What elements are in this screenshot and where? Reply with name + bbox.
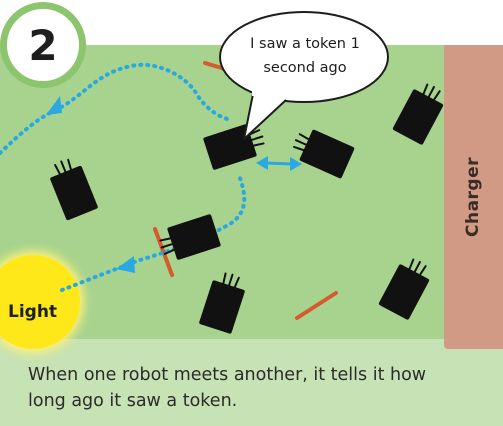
path-arrow-icon: [46, 96, 62, 115]
robot-icon: [392, 79, 449, 145]
step-number: 2: [28, 21, 57, 70]
path-arrow-icon: [116, 256, 135, 273]
robot-icon: [378, 254, 435, 320]
speech-bubble-text: I saw a token 1 second ago: [230, 32, 380, 80]
token-icon: [297, 293, 336, 318]
robot-icon: [289, 125, 355, 179]
exchange-arrow-icon: [266, 163, 292, 164]
step-number-badge: 2: [0, 2, 86, 88]
robot-icon: [199, 269, 249, 334]
robot-icon: [46, 155, 99, 221]
exchange-arrow-icon: [256, 156, 268, 170]
caption-text: When one robot meets another, it tells i…: [28, 362, 468, 414]
